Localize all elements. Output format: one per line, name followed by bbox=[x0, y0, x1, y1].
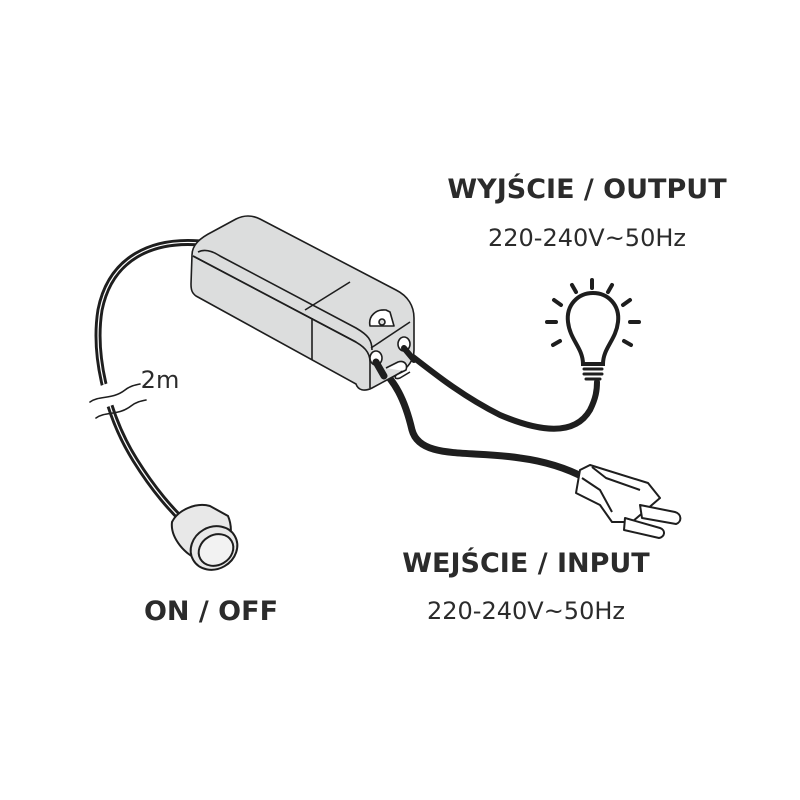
light-bulb-icon bbox=[545, 278, 641, 381]
power-plug-icon bbox=[575, 464, 682, 539]
cable-length-label: 2m bbox=[140, 366, 180, 394]
switch-label: ON / OFF bbox=[143, 596, 279, 627]
on-off-switch bbox=[170, 504, 239, 571]
output-spec: 220-240V~50Hz bbox=[488, 224, 686, 252]
input-spec: 220-240V~50Hz bbox=[427, 597, 625, 625]
control-unit-housing bbox=[190, 215, 415, 391]
input-title: WEJŚCIE / INPUT bbox=[402, 548, 650, 579]
input-cable bbox=[372, 360, 589, 482]
output-cable bbox=[401, 347, 600, 432]
output-title: WYJŚCIE / OUTPUT bbox=[447, 174, 727, 205]
mounting-hole-icon bbox=[368, 309, 395, 327]
